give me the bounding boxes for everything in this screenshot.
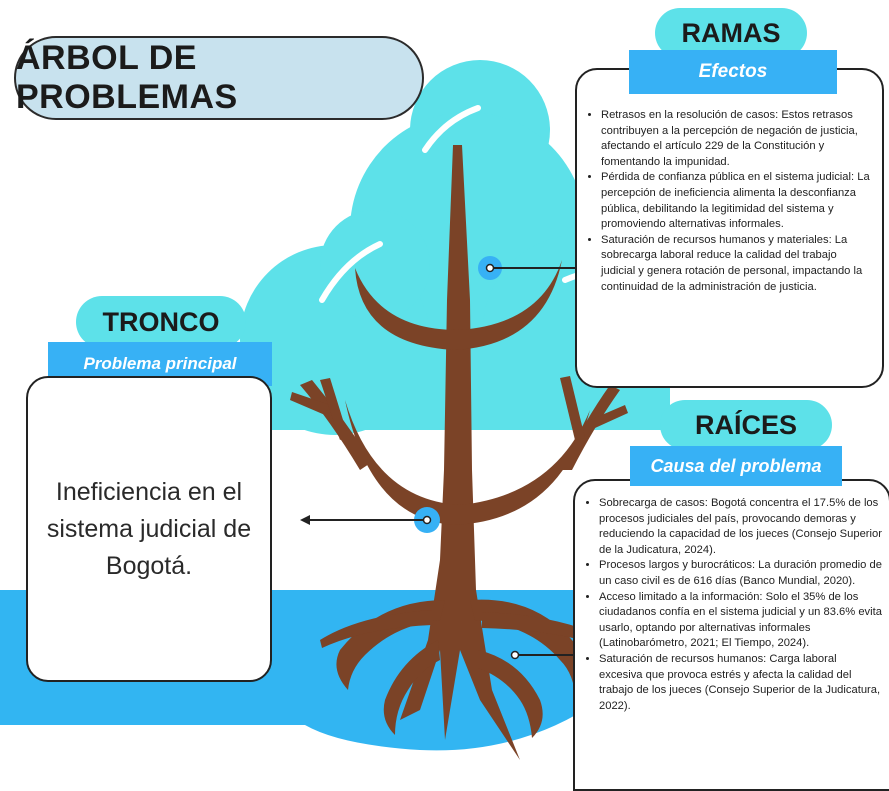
cause-item: Procesos largos y burocráticos: La durac…: [599, 558, 883, 589]
main-problem-text: Ineficiencia en el sistema judicial de B…: [46, 477, 252, 580]
effect-item: Pérdida de confianza pública en el siste…: [601, 170, 874, 232]
trunk-tag: TRONCO: [76, 296, 246, 348]
causes-list: Sobrecarga de casos: Bogotá concentra el…: [585, 496, 883, 714]
effects-list: Retrasos en la resolución de casos: Esto…: [587, 108, 874, 295]
roots-tag: RAÍCES: [660, 400, 832, 450]
tree-trunk: [290, 145, 628, 760]
cause-item: Acceso limitado a la información: Solo e…: [599, 590, 883, 652]
causes-card: Sobrecarga de casos: Bogotá concentra el…: [573, 479, 889, 791]
roots-subtag: Causa del problema: [630, 446, 842, 486]
branches-tag: RAMAS: [655, 8, 807, 58]
cause-item: Sobrecarga de casos: Bogotá concentra el…: [599, 496, 883, 558]
connectors: [300, 256, 576, 660]
effect-item: Retrasos en la resolución de casos: Esto…: [601, 108, 874, 170]
effects-card: Retrasos en la resolución de casos: Esto…: [575, 68, 884, 388]
cause-item: Saturación de recursos humanos: Carga la…: [599, 652, 883, 714]
page-title: ÁRBOL DE PROBLEMAS: [14, 36, 424, 120]
branches-subtag: Efectos: [629, 50, 837, 94]
main-problem-card: Ineficiencia en el sistema judicial de B…: [26, 376, 272, 682]
effect-item: Saturación de recursos humanos y materia…: [601, 233, 874, 295]
